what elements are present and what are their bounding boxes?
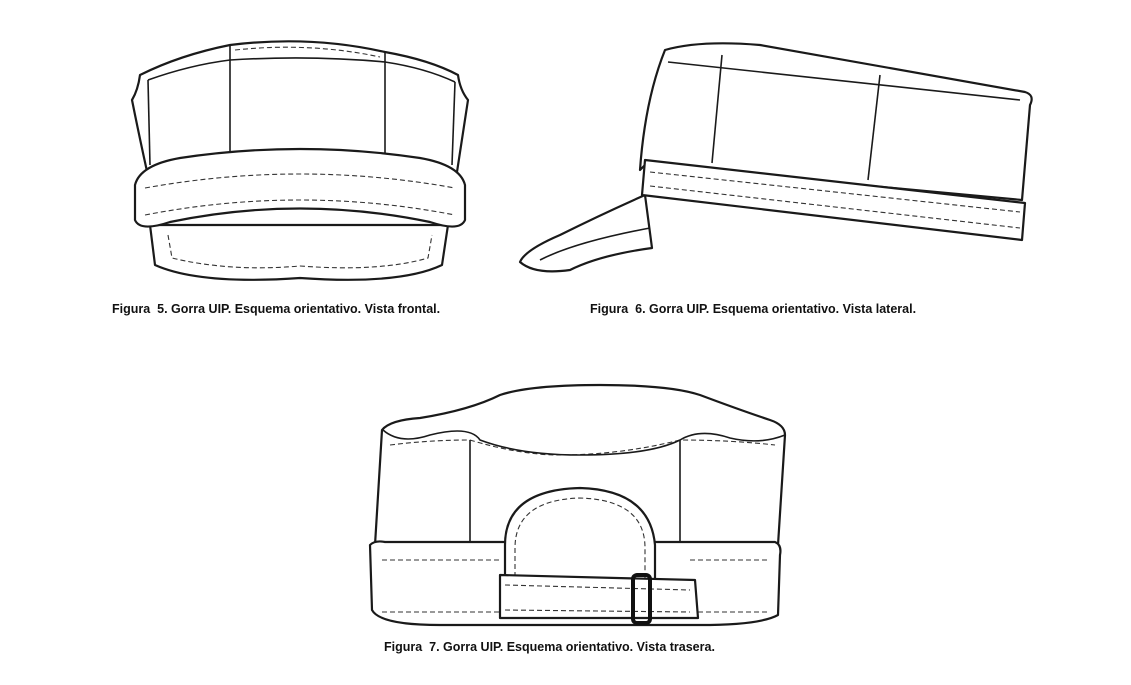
figure-7-caption: Figura 7. Gorra UIP. Esquema orientativo…: [384, 640, 715, 654]
figure-5-caption: Figura 5. Gorra UIP. Esquema orientativo…: [112, 302, 441, 316]
figure-6-caption: Figura 6. Gorra UIP. Esquema orientativo…: [590, 302, 917, 316]
cap-back-view-illustration: [368, 383, 787, 627]
cap-side-view-illustration: [518, 42, 1033, 273]
cap-front-view-illustration: [130, 40, 470, 281]
strap-buckle-icon: [631, 573, 652, 625]
